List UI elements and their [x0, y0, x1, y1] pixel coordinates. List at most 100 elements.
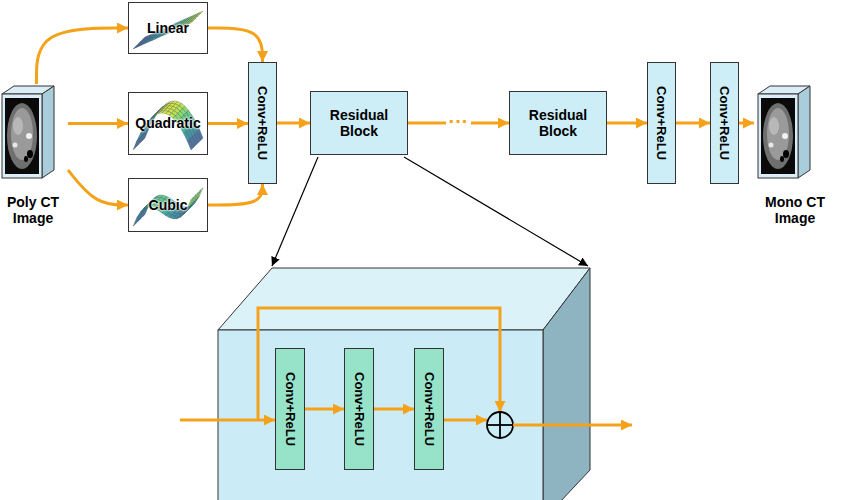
- surface-plot: [186, 205, 192, 209]
- ct-bone: [26, 133, 32, 139]
- layer-label: Conv+ReLU: [284, 372, 297, 446]
- surface-plot: [169, 29, 175, 33]
- surface-plot: [146, 38, 152, 42]
- surface-plot: [155, 35, 161, 39]
- surface-plot: [168, 24, 174, 28]
- surface-plot: [172, 213, 178, 217]
- surface-plot: [197, 129, 203, 140]
- surface-plot: [158, 208, 164, 213]
- ct-image: [754, 84, 814, 182]
- surface-plot: [162, 32, 168, 36]
- surface-plot: [148, 116, 154, 123]
- ct-gas: [27, 150, 33, 158]
- surface-plot: [139, 41, 145, 45]
- surface-plot: [186, 129, 192, 139]
- ct-bone: [769, 143, 774, 148]
- surface-plot: [169, 215, 175, 219]
- surface-plot: [185, 207, 191, 213]
- surface-plot: [143, 35, 149, 39]
- basis-box: Cubic: [128, 178, 208, 232]
- surface-plot: [178, 111, 184, 118]
- ct-body: [7, 103, 37, 169]
- surface-plot: [195, 132, 201, 143]
- node-label: Mono CT Image: [754, 194, 836, 226]
- surface-plot: [177, 120, 183, 128]
- surface-plot: [168, 211, 174, 215]
- surface-plot: [162, 199, 168, 203]
- surface-plot: [186, 203, 192, 211]
- surface-plot: [155, 31, 161, 35]
- surface-plot: [187, 118, 193, 127]
- surface-plot: [143, 204, 149, 210]
- conv-layer: Conv+ReLU: [344, 348, 374, 470]
- ct-organ: [769, 117, 779, 135]
- surface-plot: [179, 23, 185, 27]
- surface-plot: [144, 120, 150, 128]
- surface-plot: [157, 204, 163, 208]
- surface-plot: [157, 33, 163, 37]
- surface-plot: [186, 20, 192, 24]
- surface-plot: [177, 26, 183, 30]
- surface-plot: [154, 195, 160, 199]
- node-label: Linear: [147, 20, 189, 36]
- surface-plot: [190, 137, 196, 148]
- surface-plot: [177, 22, 183, 26]
- node-label: Quadratic: [135, 115, 200, 131]
- flow-arrow: [607, 122, 647, 125]
- surface-plot: [178, 212, 184, 215]
- surface-plot: [164, 30, 170, 34]
- surface-plot: [175, 113, 181, 120]
- surface-plot: [149, 200, 155, 204]
- surface-plot: [187, 139, 193, 150]
- surface-plot: [184, 113, 190, 121]
- surface-plot: [148, 205, 154, 208]
- ct-bone: [13, 143, 18, 148]
- surface-plot: [164, 108, 170, 111]
- surface-plot: [164, 102, 170, 106]
- surface-plot: [135, 43, 141, 47]
- surface-plot: [151, 37, 157, 41]
- surface-plot: [172, 201, 178, 206]
- surface-plot: [168, 199, 174, 204]
- surface-plot: [167, 106, 173, 109]
- skip-connection: [258, 308, 500, 420]
- surface-plot: [184, 22, 190, 26]
- surface-plot: [150, 32, 156, 36]
- surface-plot: [166, 213, 172, 217]
- ct-gas: [780, 156, 784, 162]
- surface-plot: [168, 28, 174, 32]
- surface-plot: [138, 40, 144, 44]
- surface-plot: [156, 32, 162, 36]
- surface-plot: [138, 211, 144, 222]
- surface-plot: [169, 203, 175, 208]
- surface-plot: [162, 28, 168, 32]
- surface-plot: [172, 26, 178, 30]
- surface-plot: [161, 108, 167, 111]
- sum-wire: [444, 419, 487, 422]
- surface-plot: [180, 125, 186, 134]
- surface-plot: [173, 206, 179, 210]
- surface-plot: [179, 19, 185, 23]
- surface-plot: [143, 129, 149, 140]
- surface-plot: [150, 116, 156, 125]
- surface-plot: [177, 215, 183, 219]
- surface-plot: [166, 201, 172, 206]
- surface-plot: [163, 106, 169, 109]
- surface-plot: [173, 116, 179, 123]
- surface-plot: [173, 104, 179, 108]
- surface-plot: [161, 31, 167, 35]
- cube-front: [758, 94, 798, 178]
- surface-plot: [190, 116, 196, 125]
- surface-plot: [162, 104, 168, 108]
- surface-plot: [146, 34, 152, 38]
- surface-plot: [141, 127, 147, 137]
- surface-plot: [155, 206, 161, 210]
- surface-plot: [183, 22, 189, 26]
- surface-plot: [138, 134, 144, 145]
- surface-plot: [173, 27, 179, 31]
- leader-line: [404, 157, 588, 266]
- surface-plot: [145, 37, 151, 41]
- surface-plot: [133, 139, 139, 150]
- surface-plot: [135, 213, 141, 224]
